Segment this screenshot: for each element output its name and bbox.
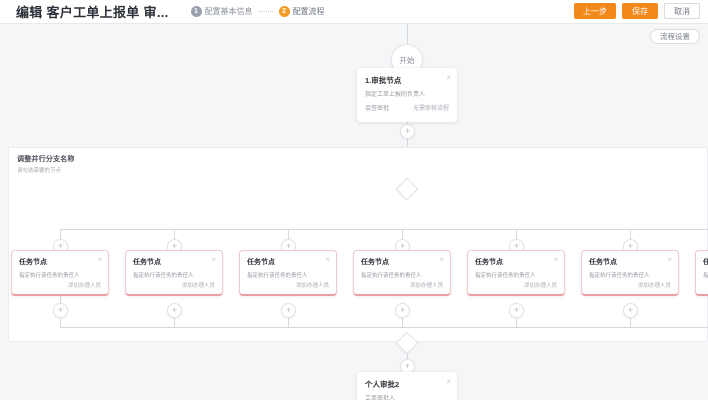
task-node-desc: 指定执行该任务的责任人 xyxy=(475,273,536,279)
close-icon[interactable]: × xyxy=(439,255,444,264)
add-node-button-branch-bottom-4[interactable]: + xyxy=(395,303,410,318)
branch-leg-bottom-2 xyxy=(174,310,175,328)
task-node-link[interactable]: 添加办理人员 xyxy=(181,283,215,289)
approval-node-title: 1.审批节点 xyxy=(365,76,402,85)
task-node-title: 任务节点 xyxy=(703,259,708,266)
branch-panel-title: 调整并行分支名称 xyxy=(17,156,75,163)
task-node-card[interactable]: × 任务节点 指定执行该任务的责任人 添加办理人员 xyxy=(11,250,109,296)
branch-leg-bottom-4 xyxy=(402,310,403,328)
task-node-title: 任务节点 xyxy=(247,259,275,266)
close-icon[interactable]: × xyxy=(97,255,102,264)
close-icon[interactable]: × xyxy=(446,73,451,82)
bottom-approval-node-card[interactable]: × 个人审批2 工单审批人 xyxy=(357,372,457,400)
approval-node-field-label: 会签审批 xyxy=(365,106,390,112)
add-node-button-branch-bottom-6[interactable]: + xyxy=(623,303,638,318)
step-1[interactable]: 1 配置基本信息 xyxy=(190,6,253,17)
task-node-title: 任务节点 xyxy=(19,259,47,266)
branch-leg-top-5 xyxy=(516,229,517,247)
branch-leg-bottom-5 xyxy=(516,310,517,328)
add-node-button-bottom[interactable]: + xyxy=(400,359,415,374)
step-2[interactable]: 2 配置流程 xyxy=(278,6,325,17)
branch-rail-bottom xyxy=(60,327,708,328)
close-icon[interactable]: × xyxy=(325,255,330,264)
task-node-link[interactable]: 添加办理人员 xyxy=(295,283,329,289)
task-node-title: 任务节点 xyxy=(589,259,617,266)
header-actions: 上一步 保存 取消 xyxy=(574,3,700,19)
approval-node-card[interactable]: × 1.审批节点 指定工单上报的负责人 会签审批 无需审核流程 xyxy=(357,68,457,122)
add-node-button-branch-bottom-1[interactable]: + xyxy=(53,303,68,318)
task-node-card[interactable]: × 任务节点 指定执行该任务的责任人 添加办理人员 xyxy=(239,250,337,296)
task-node-desc: 指定执行该任务的责任人 xyxy=(19,273,80,279)
task-node-card[interactable]: × 任务节点 指定执行该任务的责任人 添加办理人员 xyxy=(467,250,565,296)
task-node-card[interactable]: × 任务节点 指定执行该任务的责任人 添加办理人员 xyxy=(695,250,708,296)
branch-leg-top-2 xyxy=(174,229,175,247)
branch-leg-top-1 xyxy=(60,229,61,247)
task-node-title: 任务节点 xyxy=(475,259,503,266)
add-node-button-branch-bottom-3[interactable]: + xyxy=(281,303,296,318)
task-node-link[interactable]: 添加办理人员 xyxy=(67,283,101,289)
close-icon[interactable]: × xyxy=(211,255,216,264)
task-node-desc: 指定执行该任务的责任人 xyxy=(247,273,308,279)
step-separator xyxy=(258,11,273,12)
step-1-label: 配置基本信息 xyxy=(204,7,253,16)
approval-node-desc: 指定工单上报的负责人 xyxy=(365,92,426,98)
branch-panel-subtitle: 请勾选需要的节点 xyxy=(17,168,62,174)
task-node-desc: 指定执行该任务的责任人 xyxy=(361,273,422,279)
task-node-title: 任务节点 xyxy=(361,259,389,266)
task-node-desc: 指定执行该任务的责任人 xyxy=(133,273,194,279)
task-node-card[interactable]: × 任务节点 指定执行该任务的责任人 添加办理人员 xyxy=(581,250,679,296)
flow-settings-button[interactable]: 流程设置 xyxy=(650,29,700,44)
task-node-link[interactable]: 添加办理人员 xyxy=(409,283,443,289)
close-icon[interactable]: × xyxy=(553,255,558,264)
add-node-button-branch-bottom-2[interactable]: + xyxy=(167,303,182,318)
task-node-link[interactable]: 添加办理人员 xyxy=(523,283,557,289)
flow-canvas[interactable]: 流程设置 开始 + × 1.审批节点 指定工单上报的负责人 会签审批 无需审核流… xyxy=(0,24,708,400)
task-node-title: 任务节点 xyxy=(133,259,161,266)
task-node-desc: 指定执行该任务的责任人 xyxy=(703,273,708,279)
step-2-number: 2 xyxy=(278,6,290,17)
branch-leg-top-4 xyxy=(402,229,403,247)
step-1-number: 1 xyxy=(190,6,202,17)
close-icon[interactable]: × xyxy=(446,377,451,386)
task-node-card[interactable]: × 任务节点 指定执行该任务的责任人 添加办理人员 xyxy=(353,250,451,296)
branch-leg-top-3 xyxy=(288,229,289,247)
branch-leg-bottom-3 xyxy=(288,310,289,328)
branch-rail-top xyxy=(60,229,708,230)
task-node-card[interactable]: × 任务节点 指定执行该任务的责任人 添加办理人员 xyxy=(125,250,223,296)
bottom-node-title: 个人审批2 xyxy=(365,380,400,389)
page-title: 编辑 客户工单上报单 审... xyxy=(16,5,169,20)
branch-leg-top-6 xyxy=(630,229,631,247)
branch-panel: 调整并行分支名称 请勾选需要的节点 xyxy=(8,147,708,342)
add-node-button-branch-bottom-5[interactable]: + xyxy=(509,303,524,318)
approval-node-field-value[interactable]: 无需审核流程 xyxy=(412,106,449,112)
branch-panel-header: 调整并行分支名称 请勾选需要的节点 xyxy=(9,148,707,174)
save-button[interactable]: 保存 xyxy=(622,3,658,19)
bottom-node-desc: 工单审批人 xyxy=(365,396,396,400)
branch-leg-bottom-1 xyxy=(60,310,61,328)
add-node-button-after-approval[interactable]: + xyxy=(400,124,415,139)
page-header: 编辑 客户工单上报单 审... 1 配置基本信息 2 配置流程 上一步 保存 取… xyxy=(0,0,708,24)
prev-step-button[interactable]: 上一步 xyxy=(574,3,616,19)
step-indicator: 1 配置基本信息 2 配置流程 xyxy=(190,6,325,17)
cancel-button[interactable]: 取消 xyxy=(664,3,700,19)
task-node-desc: 指定执行该任务的责任人 xyxy=(589,273,650,279)
close-icon[interactable]: × xyxy=(667,255,672,264)
step-2-label: 配置流程 xyxy=(292,7,325,16)
branch-leg-bottom-6 xyxy=(630,310,631,328)
task-node-link[interactable]: 添加办理人员 xyxy=(637,283,671,289)
